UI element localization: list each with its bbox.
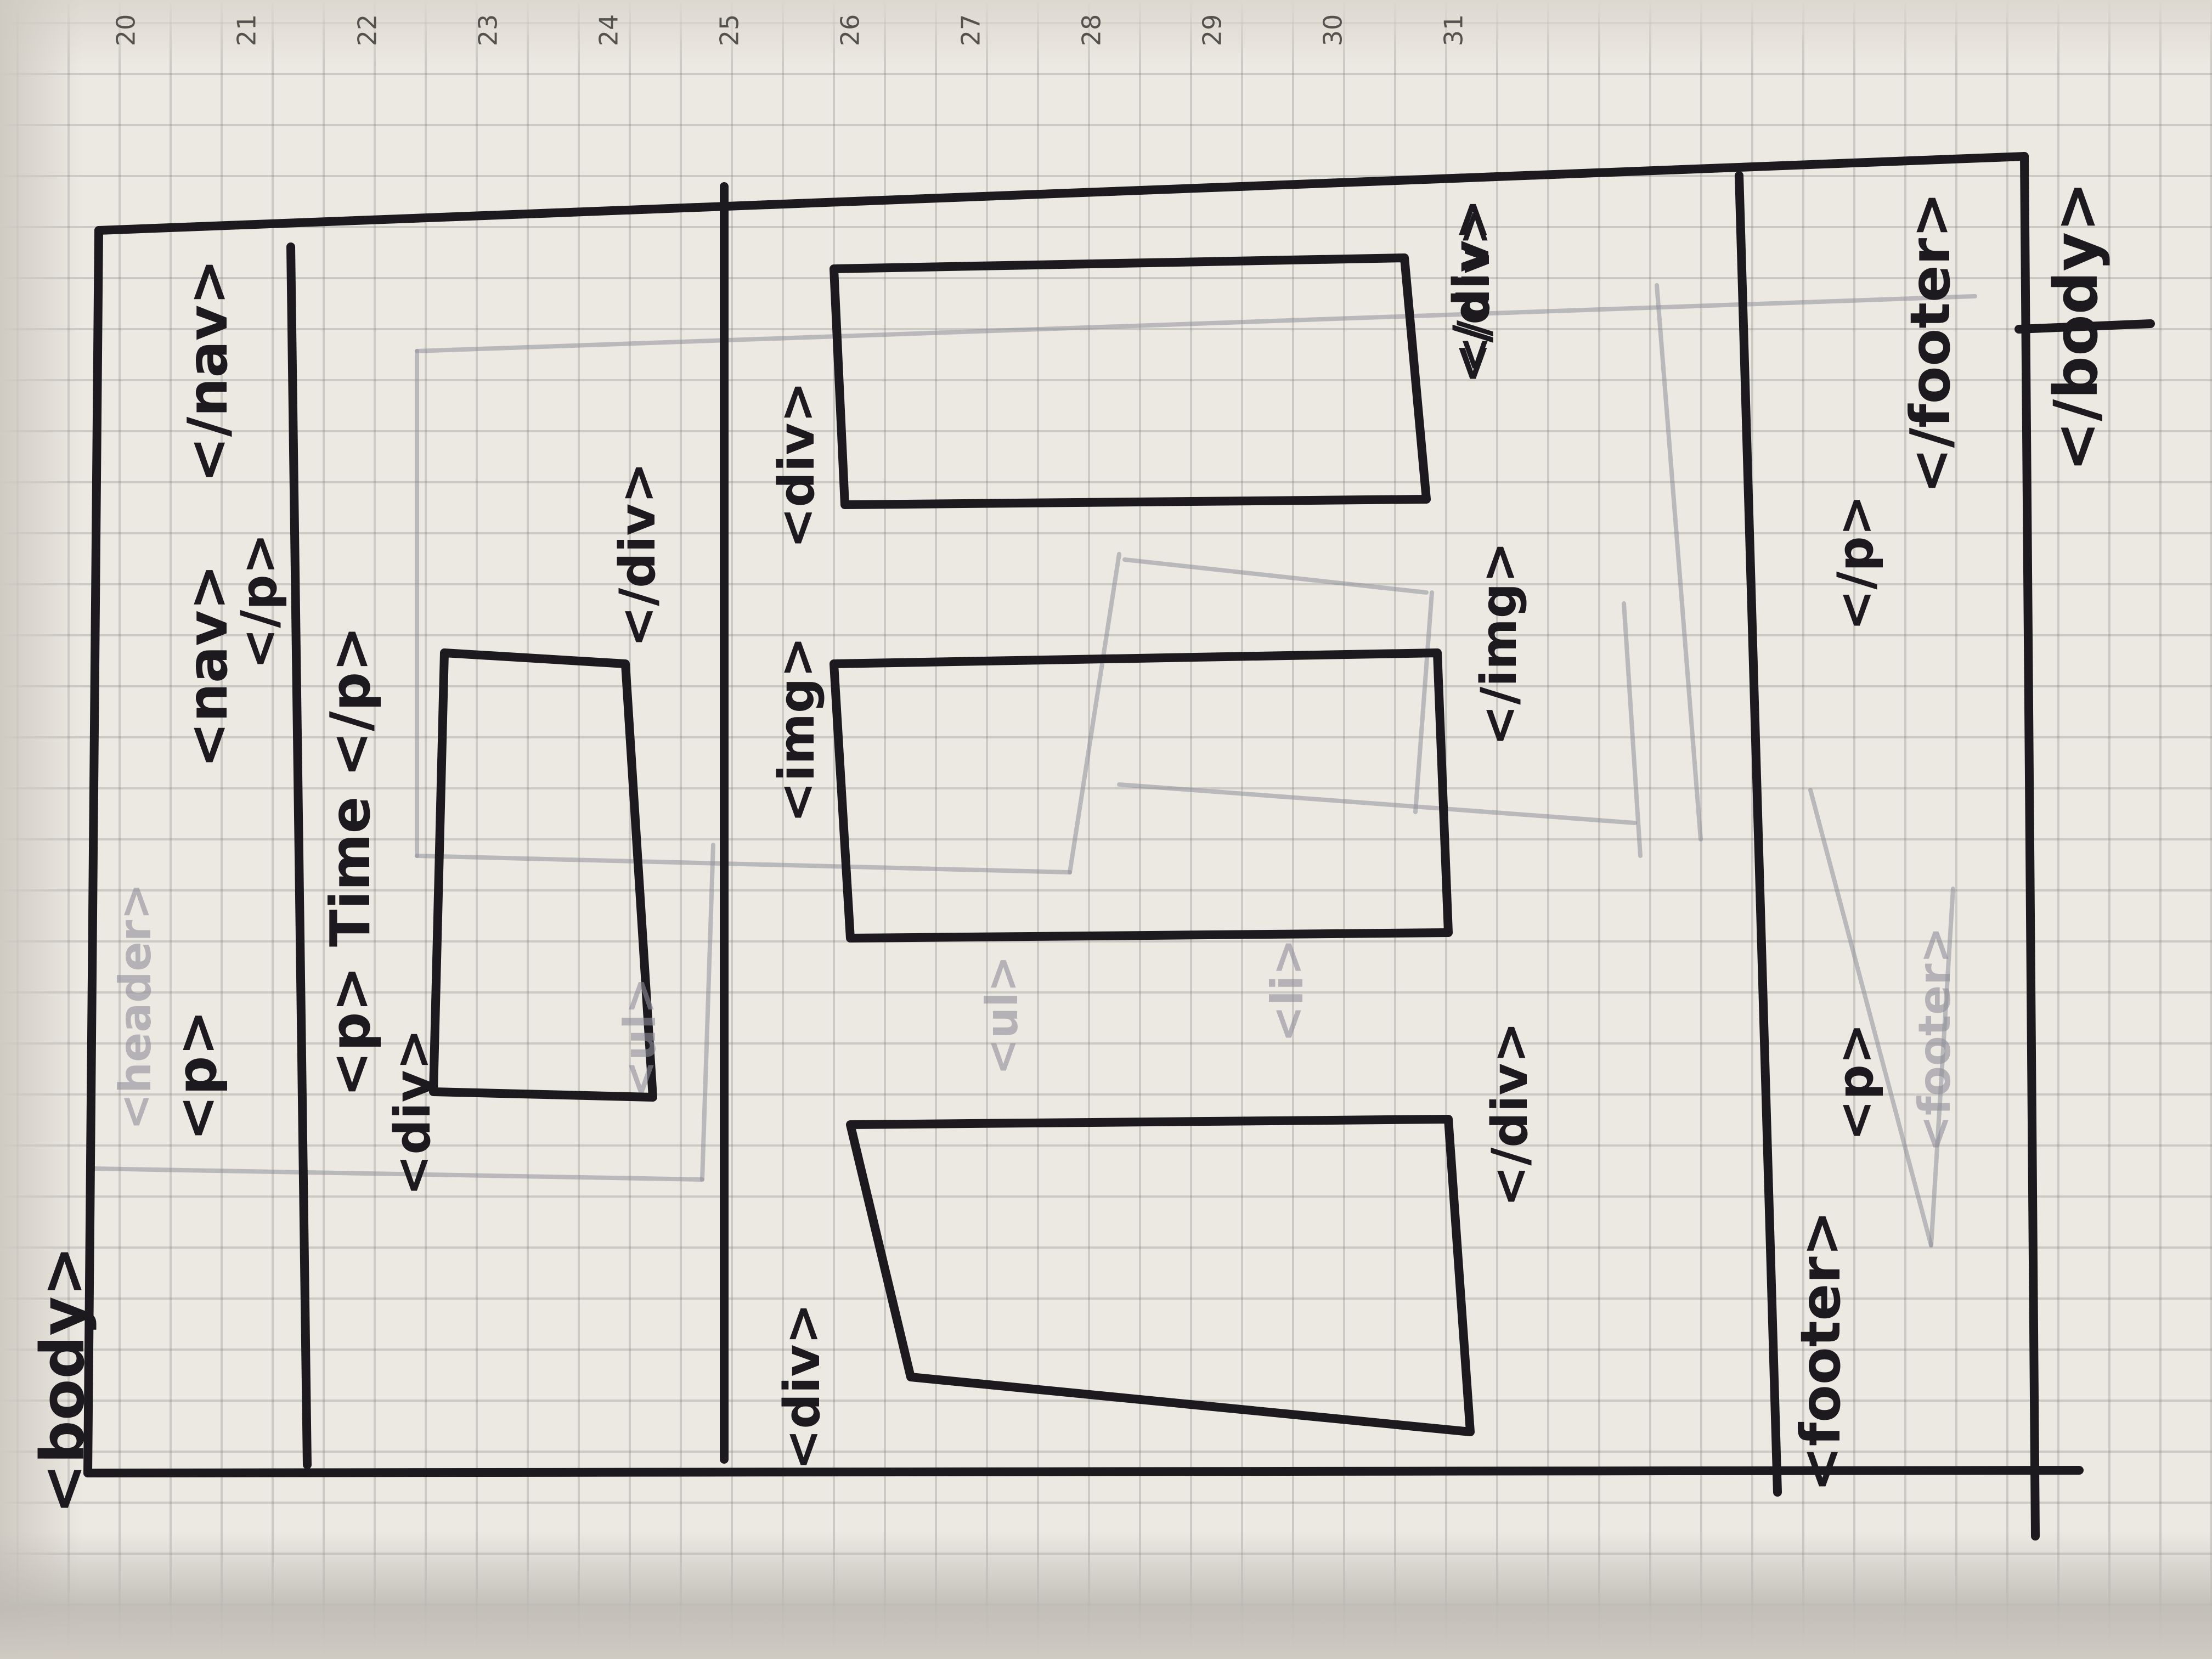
footer-p-close-label: </p> <box>1827 494 1884 631</box>
content-box-1 <box>830 253 1431 509</box>
content-image-box <box>830 648 1453 943</box>
ghost-li-label: <li> <box>1262 939 1313 1042</box>
body-close-label: </body> <box>2041 181 2111 472</box>
body-tag-label: <body> <box>27 1245 98 1514</box>
ghost-ul-label: <ul> <box>614 977 665 1097</box>
page-bottom-edge <box>0 1531 2212 1659</box>
body-close-mark <box>2015 319 2155 334</box>
footer-close-label: </footer> <box>1898 192 1962 494</box>
p-close-label: </p> <box>230 533 288 669</box>
footer-divider <box>1735 171 1782 1497</box>
nav-divider <box>286 242 312 1469</box>
notebook-binding <box>0 0 82 1659</box>
ghost-ul-label-2: <ul> <box>977 955 1028 1075</box>
div-open-label-3: <div> <box>774 1303 831 1470</box>
ghost-header-label: <header> <box>110 883 161 1130</box>
img-close-label: </img> <box>1470 541 1528 746</box>
time-box <box>429 648 657 1102</box>
footer-p-open-label: <p> <box>1827 1023 1884 1141</box>
div-open-label-1: <div> <box>384 1029 442 1196</box>
div-open-label-2: <div> <box>768 381 826 549</box>
div-close-label-4: </div> <box>1448 208 1499 373</box>
div-close-label-1: </div> <box>609 462 667 647</box>
ghost-footer-label: <footer> <box>1909 927 1960 1152</box>
footer-open-label: <footer> <box>1788 1210 1853 1492</box>
time-paragraph-label: <p> Time </p> <box>318 626 382 1097</box>
nav-close-label: </nav> <box>176 259 240 483</box>
div-close-label-3: </div> <box>1481 1022 1539 1207</box>
ghost-strokes <box>91 283 1977 1248</box>
content-box-3 <box>846 1115 1475 1436</box>
page-top-edge <box>0 0 2212 66</box>
img-open-label: <img> <box>768 636 826 823</box>
p-open-label: <p> <box>165 1009 229 1141</box>
body-frame <box>83 152 2084 1541</box>
